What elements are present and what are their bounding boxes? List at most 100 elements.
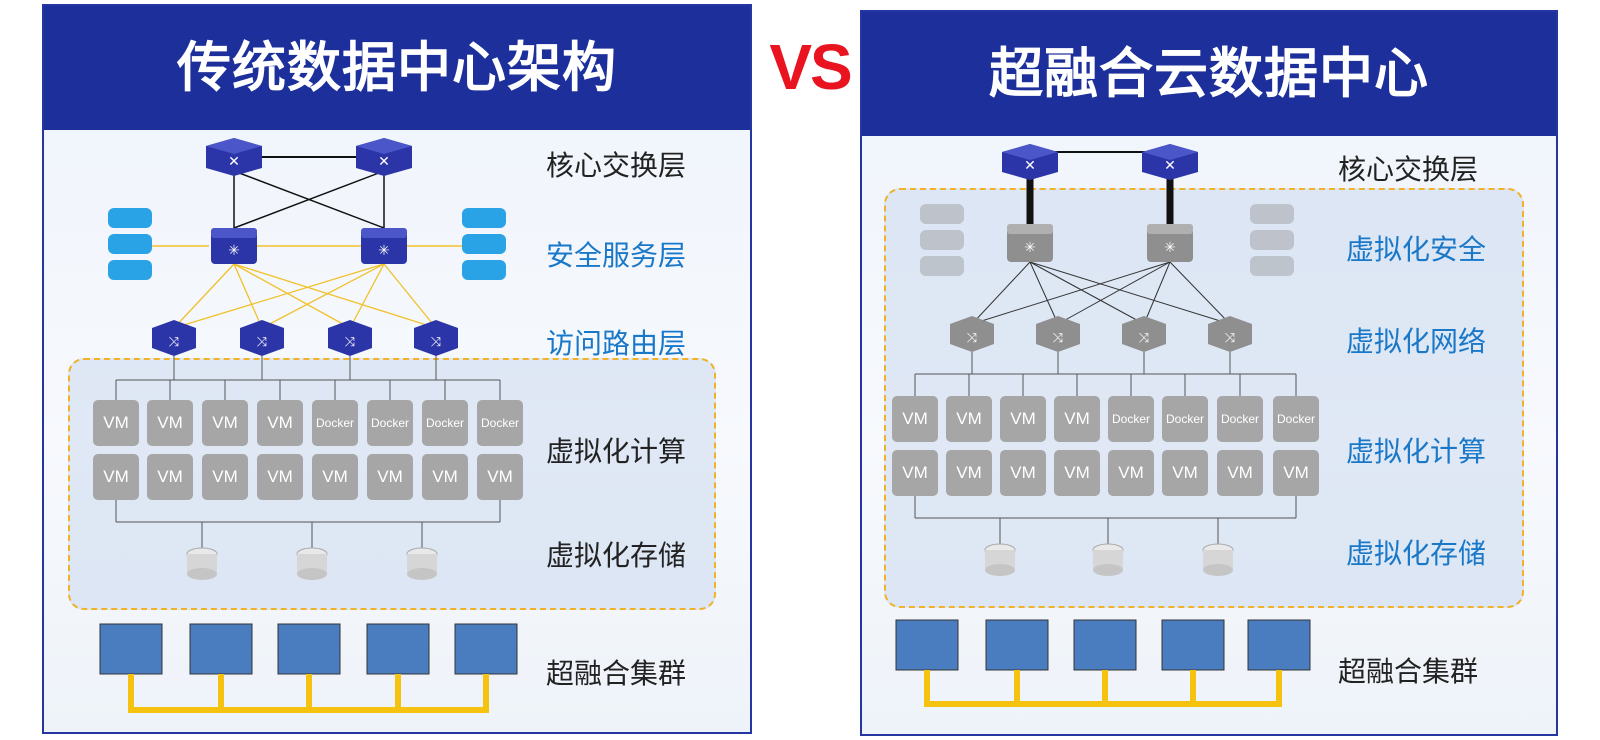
vm-tile: VM (202, 454, 248, 500)
vm-tile: VM (93, 400, 139, 446)
svg-text:✳: ✳ (1164, 240, 1176, 256)
label-security: 安全服务层 (546, 239, 687, 272)
vm-tile: VM (147, 454, 193, 500)
svg-text:⤨: ⤨ (345, 335, 356, 350)
server-rack-icon (277, 623, 341, 675)
svg-text:⤨: ⤨ (1139, 331, 1150, 346)
virtual-layer3-switch-icon: ✳ (1147, 224, 1193, 262)
vm-tile: VM (946, 450, 992, 496)
server-rack-icon (895, 619, 959, 671)
svg-text:⤨: ⤨ (967, 331, 978, 346)
docker-tile: Docker (367, 400, 413, 446)
label-cluster: 超融合集群 (1338, 655, 1479, 688)
vm-tile: VM (422, 454, 468, 500)
vm-tile: VM (1217, 450, 1263, 496)
vm-tile: VM (312, 454, 358, 500)
server-rack-icon (1073, 619, 1137, 671)
label-compute: 虚拟化计算 (1346, 435, 1487, 468)
core-switch-icon: ✕ (206, 138, 262, 176)
virtual-security-stack-icon (1250, 204, 1294, 276)
label-cluster: 超融合集群 (546, 657, 687, 690)
disk-icon (186, 547, 218, 580)
docker-tile: Docker (1108, 396, 1154, 442)
virtual-layer3-switch-icon: ✳ (1007, 224, 1053, 262)
hyperconverged-datacenter-panel: 超融合云数据中心 (860, 10, 1558, 736)
docker-tile: Docker (1217, 396, 1263, 442)
core-switch-icon: ✕ (356, 138, 412, 176)
server-rack-icon (99, 623, 163, 675)
server-rack-icon (454, 623, 518, 675)
virtual-router-icon: ⤨ (1036, 316, 1080, 352)
router-icon: ⤨ (152, 320, 196, 356)
vm-tile: VM (1162, 450, 1208, 496)
label-virtual-security: 虚拟化安全 (1346, 233, 1487, 266)
traditional-datacenter-panel: 传统数据中心架构 (42, 4, 752, 734)
vm-tile: VM (892, 450, 938, 496)
router-icon: ⤨ (414, 320, 458, 356)
vm-tile: VM (257, 400, 303, 446)
vm-tile: VM (257, 454, 303, 500)
vs-label: VS (769, 31, 852, 103)
traditional-title: 传统数据中心架构 (44, 6, 750, 130)
label-virtual-network: 虚拟化网络 (1346, 325, 1487, 358)
docker-tile: Docker (422, 400, 468, 446)
vm-tile: VM (1000, 396, 1046, 442)
disk-icon (984, 543, 1016, 576)
label-compute: 虚拟化计算 (546, 435, 687, 468)
svg-text:✳: ✳ (378, 243, 390, 259)
vm-tile: VM (147, 400, 193, 446)
svg-text:⤨: ⤨ (1053, 331, 1064, 346)
security-appliance-stack-icon (462, 208, 506, 280)
router-icon: ⤨ (328, 320, 372, 356)
vm-tile: VM (1054, 396, 1100, 442)
server-rack-icon (189, 623, 253, 675)
vm-tile: VM (1054, 450, 1100, 496)
vm-tile: VM (1108, 450, 1154, 496)
disk-icon (296, 547, 328, 580)
virtual-security-stack-icon (920, 204, 964, 276)
label-core: 核心交换层 (546, 149, 687, 182)
vm-tile: VM (93, 454, 139, 500)
layer3-switch-icon: ✳ (361, 228, 407, 264)
vm-tile: VM (367, 454, 413, 500)
svg-text:✳: ✳ (1024, 240, 1036, 256)
svg-text:✕: ✕ (1024, 158, 1036, 174)
svg-text:✕: ✕ (228, 154, 240, 170)
disk-icon (406, 547, 438, 580)
core-switch-icon: ✕ (1142, 144, 1198, 180)
svg-text:⤨: ⤨ (1225, 331, 1236, 346)
security-appliance-stack-icon (108, 208, 152, 280)
layer3-switch-icon: ✳ (211, 228, 257, 264)
virtual-router-icon: ⤨ (950, 316, 994, 352)
docker-tile: Docker (1273, 396, 1319, 442)
disk-icon (1202, 543, 1234, 576)
vm-tile: VM (1273, 450, 1319, 496)
label-core: 核心交换层 (1338, 153, 1479, 186)
svg-text:✳: ✳ (228, 243, 240, 259)
hyperconverged-topology: ✕ ✕ ✳ ✳ ⤨ (895, 144, 1311, 707)
svg-text:⤨: ⤨ (169, 335, 180, 350)
svg-text:✕: ✕ (1164, 158, 1176, 174)
vm-tile: VM (202, 400, 248, 446)
virtual-router-icon: ⤨ (1122, 316, 1166, 352)
vm-tile: VM (1000, 450, 1046, 496)
server-rack-icon (366, 623, 430, 675)
server-rack-icon (1247, 619, 1311, 671)
disk-icon (1092, 543, 1124, 576)
virtual-router-icon: ⤨ (1208, 316, 1252, 352)
label-storage: 虚拟化存储 (1346, 537, 1487, 570)
svg-text:✕: ✕ (378, 154, 390, 170)
router-icon: ⤨ (240, 320, 284, 356)
label-storage: 虚拟化存储 (546, 539, 687, 572)
server-rack-icon (985, 619, 1049, 671)
vm-tile: VM (892, 396, 938, 442)
docker-tile: Docker (312, 400, 358, 446)
vm-tile: VM (946, 396, 992, 442)
svg-text:⤨: ⤨ (431, 335, 442, 350)
traditional-topology: ✕ ✕ ✳ ✳ ⤨ (99, 138, 518, 713)
vm-tile: VM (477, 454, 523, 500)
docker-tile: Docker (1162, 396, 1208, 442)
docker-tile: Docker (477, 400, 523, 446)
core-switch-icon: ✕ (1002, 144, 1058, 180)
hyperconverged-title: 超融合云数据中心 (862, 12, 1556, 136)
